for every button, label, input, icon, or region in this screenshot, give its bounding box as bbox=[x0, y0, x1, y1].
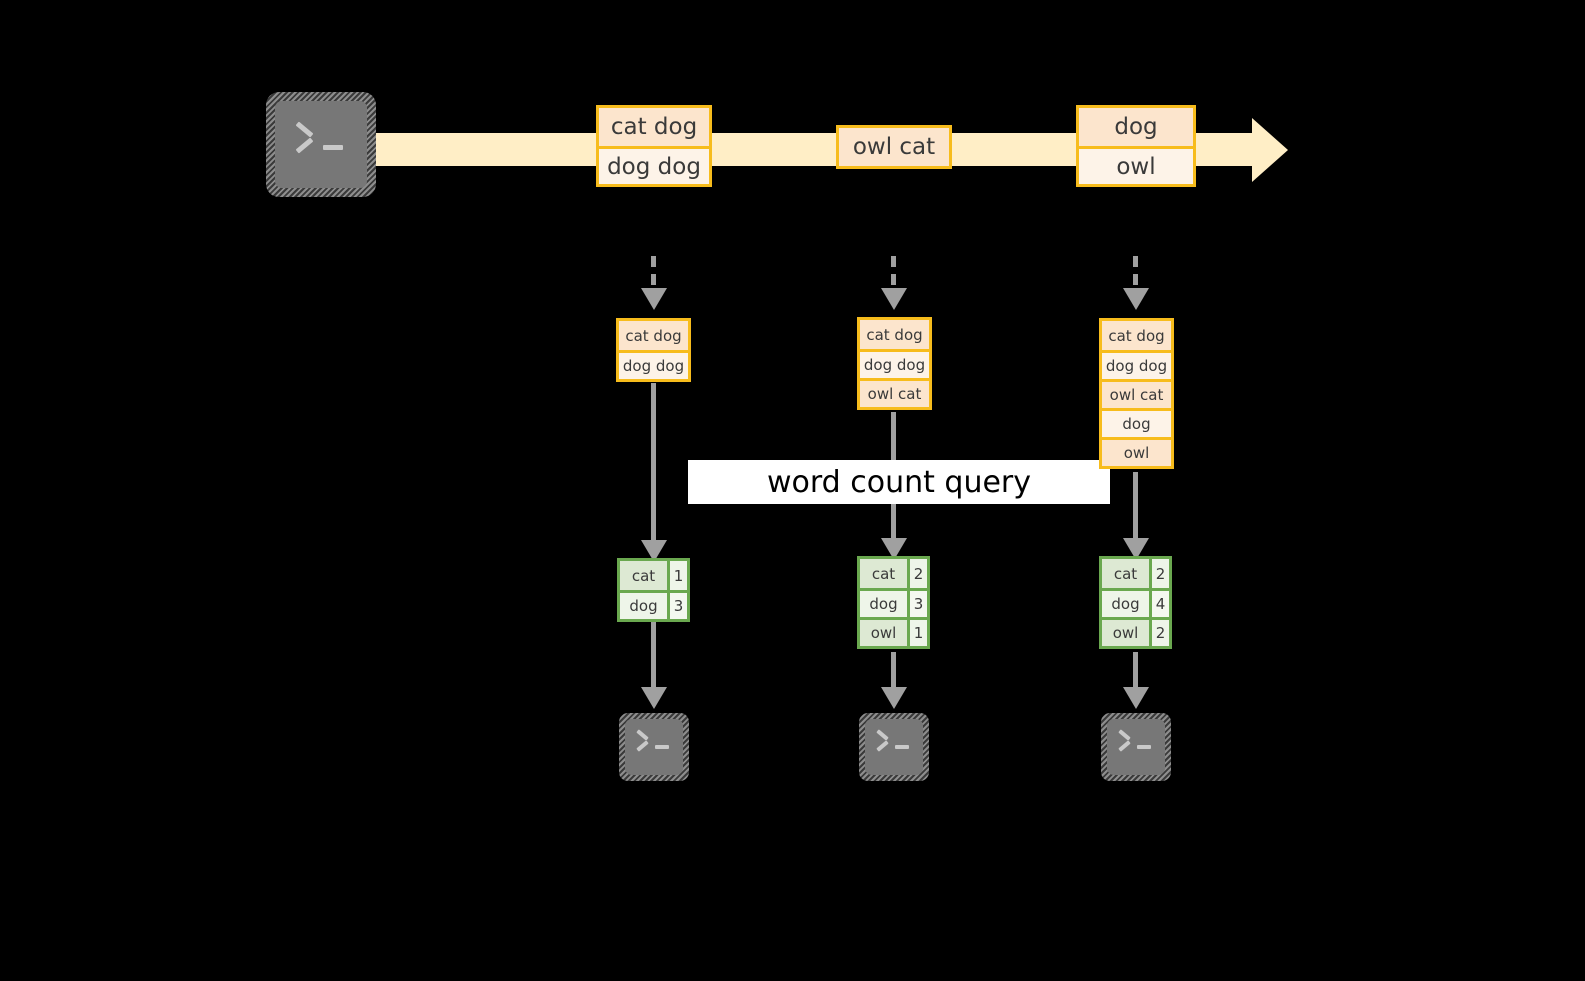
event-line: dog bbox=[1079, 108, 1193, 146]
snapshot-1-result-table[interactable]: cat 1 dog 3 bbox=[617, 558, 690, 622]
result-count: 1 bbox=[907, 620, 927, 646]
result-count: 3 bbox=[907, 591, 927, 617]
snapshot-3-output-arrowhead bbox=[1123, 687, 1149, 709]
buffer-line: dog dog bbox=[619, 350, 688, 379]
snapshot-1-query-connector bbox=[651, 383, 656, 546]
result-word: owl bbox=[1102, 620, 1149, 646]
prompt-chevron-lower-icon bbox=[295, 137, 314, 154]
prompt-chevron-upper-icon bbox=[876, 729, 889, 741]
prompt-underscore-icon bbox=[655, 745, 669, 749]
result-word: cat bbox=[860, 559, 907, 588]
result-word: cat bbox=[620, 561, 667, 590]
snapshot-2-output-arrowhead bbox=[881, 687, 907, 709]
snapshot-1-query-arrowhead bbox=[641, 540, 667, 562]
table-row: dog 4 bbox=[1102, 588, 1169, 617]
result-word: dog bbox=[620, 593, 667, 619]
prompt-chevron-lower-icon bbox=[1118, 740, 1131, 752]
stream-event-2[interactable]: owl cat bbox=[836, 125, 952, 169]
result-count: 3 bbox=[667, 593, 687, 619]
result-word: dog bbox=[860, 591, 907, 617]
snapshot-1-output-connector bbox=[651, 622, 656, 692]
event-line: owl cat bbox=[839, 128, 949, 166]
buffer-line: owl bbox=[1102, 437, 1171, 466]
stream-arrowhead bbox=[1252, 118, 1288, 182]
result-count: 4 bbox=[1149, 591, 1169, 617]
snapshot-3-result-table[interactable]: cat 2 dog 4 owl 2 bbox=[1099, 556, 1172, 649]
terminal-screen bbox=[1107, 719, 1165, 775]
query-label-text: word count query bbox=[766, 464, 1032, 500]
prompt-chevron-upper-icon bbox=[636, 729, 649, 741]
table-row: cat 2 bbox=[1102, 559, 1169, 588]
table-row: owl 1 bbox=[860, 617, 927, 646]
snapshot-1-output-arrowhead bbox=[641, 687, 667, 709]
buffer-line: cat dog bbox=[860, 320, 929, 349]
snapshot-3-query-arrowhead bbox=[1123, 538, 1149, 560]
result-count: 2 bbox=[1149, 559, 1169, 588]
result-word: cat bbox=[1102, 559, 1149, 588]
result-word: owl bbox=[860, 620, 907, 646]
table-row: cat 1 bbox=[620, 561, 687, 590]
prompt-underscore-icon bbox=[323, 145, 343, 150]
stream-to-buffer-connector bbox=[651, 256, 656, 292]
buffer-line: owl cat bbox=[860, 378, 929, 407]
buffer-line: cat dog bbox=[1102, 321, 1171, 350]
table-row: owl 2 bbox=[1102, 617, 1169, 646]
prompt-chevron-upper-icon bbox=[295, 121, 314, 138]
buffer-line: owl cat bbox=[1102, 379, 1171, 408]
result-count: 1 bbox=[667, 561, 687, 590]
buffer-line: dog dog bbox=[860, 349, 929, 378]
stream-to-buffer-connector bbox=[1133, 256, 1138, 292]
prompt-underscore-icon bbox=[1137, 745, 1151, 749]
prompt-chevron-lower-icon bbox=[636, 740, 649, 752]
table-row: dog 3 bbox=[860, 588, 927, 617]
terminal-screen bbox=[275, 101, 367, 188]
prompt-underscore-icon bbox=[895, 745, 909, 749]
stream-to-buffer-arrowhead bbox=[641, 288, 667, 310]
snapshot-2-buffer[interactable]: cat dog dog dog owl cat bbox=[857, 317, 932, 410]
result-count: 2 bbox=[1149, 620, 1169, 646]
snapshot-3-consumer-terminal-icon[interactable] bbox=[1101, 713, 1171, 781]
prompt-chevron-lower-icon bbox=[876, 740, 889, 752]
stream-to-buffer-arrowhead bbox=[881, 288, 907, 310]
event-line: cat dog bbox=[599, 108, 709, 146]
snapshot-2-result-table[interactable]: cat 2 dog 3 owl 1 bbox=[857, 556, 930, 649]
snapshot-3-output-connector bbox=[1133, 652, 1138, 694]
prompt-chevron-upper-icon bbox=[1118, 729, 1131, 741]
terminal-screen bbox=[865, 719, 923, 775]
snapshot-2-output-connector bbox=[891, 652, 896, 694]
stream-to-buffer-connector bbox=[891, 256, 896, 292]
snapshot-2-consumer-terminal-icon[interactable] bbox=[859, 713, 929, 781]
query-label: word count query bbox=[688, 460, 1110, 504]
buffer-line: cat dog bbox=[619, 321, 688, 350]
stream-event-3[interactable]: dog owl bbox=[1076, 105, 1196, 187]
table-row: dog 3 bbox=[620, 590, 687, 619]
buffer-line: dog dog bbox=[1102, 350, 1171, 379]
producer-terminal-icon[interactable] bbox=[266, 92, 376, 197]
buffer-line: dog bbox=[1102, 408, 1171, 437]
result-word: dog bbox=[1102, 591, 1149, 617]
stream-event-1[interactable]: cat dog dog dog bbox=[596, 105, 712, 187]
event-line: owl bbox=[1079, 146, 1193, 184]
result-count: 2 bbox=[907, 559, 927, 588]
snapshot-2-query-arrowhead bbox=[881, 538, 907, 560]
snapshot-1-buffer[interactable]: cat dog dog dog bbox=[616, 318, 691, 382]
stream-to-buffer-arrowhead bbox=[1123, 288, 1149, 310]
snapshot-1-consumer-terminal-icon[interactable] bbox=[619, 713, 689, 781]
table-row: cat 2 bbox=[860, 559, 927, 588]
event-line: dog dog bbox=[599, 146, 709, 184]
snapshot-3-buffer[interactable]: cat dog dog dog owl cat dog owl bbox=[1099, 318, 1174, 469]
terminal-screen bbox=[625, 719, 683, 775]
snapshot-3-query-connector bbox=[1133, 472, 1138, 544]
